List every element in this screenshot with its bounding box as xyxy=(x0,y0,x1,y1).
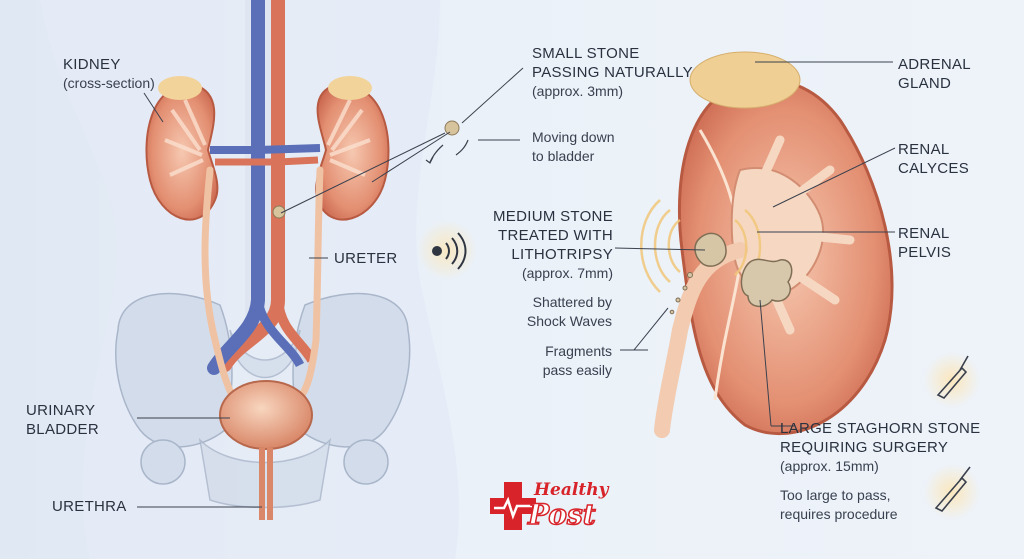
pelvis-line2: PELVIS xyxy=(898,244,952,261)
logo-line1: Healthy xyxy=(534,480,609,500)
medium-stone-line1: MEDIUM STONE xyxy=(493,208,613,225)
bladder-line2: BLADDER xyxy=(26,421,99,438)
medium-stone xyxy=(694,232,727,267)
too-large-label: Too large to pass, requires procedure xyxy=(780,486,898,524)
left-ureter xyxy=(201,166,239,404)
calyces-line2: CALYCES xyxy=(898,160,970,177)
kidney-title: KIDNEY xyxy=(63,56,121,73)
right-ureter xyxy=(294,166,324,404)
moving-line2: to bladder xyxy=(532,148,595,164)
adrenal-line2: GLAND xyxy=(898,75,952,92)
scalpel-icon xyxy=(936,355,969,399)
calyces-line1: RENAL xyxy=(898,141,950,158)
urethra xyxy=(259,448,273,520)
shattered-line2: Shock Waves xyxy=(526,313,612,329)
small-stone xyxy=(444,120,460,136)
pelvis-line1: RENAL xyxy=(898,225,950,242)
sound-wave-icon xyxy=(432,232,467,270)
kidney-label: KIDNEY (cross-section) xyxy=(63,55,155,93)
moving-line1: Moving down xyxy=(532,129,615,145)
pelvis-label: RENAL PELVIS xyxy=(898,224,951,262)
ureter-text: URETER xyxy=(334,250,398,267)
adrenal-label: ADRENAL GLAND xyxy=(898,55,971,93)
kidney-sub: (cross-section) xyxy=(63,75,155,91)
large-kidney xyxy=(654,51,894,438)
logo-line2: Post xyxy=(527,497,596,532)
fragments-line1: Fragments xyxy=(545,343,612,359)
scalpel-icon-2 xyxy=(934,466,971,512)
staghorn-stone xyxy=(740,258,793,308)
small-stone-line2: PASSING NATURALLY xyxy=(532,64,693,81)
small-stone-label: SMALL STONE PASSING NATURALLY (approx. 3… xyxy=(532,44,693,101)
urethra-label: URETHRA xyxy=(52,497,127,516)
adrenal-line1: ADRENAL xyxy=(898,56,971,73)
large-stone-line1: LARGE STAGHORN STONE xyxy=(780,420,981,437)
bladder-label: URINARY BLADDER xyxy=(26,401,99,439)
ureter-label: URETER xyxy=(334,249,397,268)
fragments-line2: pass easily xyxy=(542,362,612,378)
medium-stone-sub: (approx. 7mm) xyxy=(521,265,613,281)
urethra-text: URETHRA xyxy=(52,498,127,515)
right-kidney xyxy=(315,76,390,221)
medium-stone-line2: TREATED WITH xyxy=(498,227,613,244)
leader-lines xyxy=(137,61,896,508)
large-stone-label: LARGE STAGHORN STONE REQUIRING SURGERY (… xyxy=(780,419,980,476)
stone-fragments xyxy=(669,272,693,315)
shattered-line1: Shattered by xyxy=(532,294,612,310)
urinary-bladder xyxy=(219,380,313,450)
fragments-label: Fragments pass easily xyxy=(515,342,612,380)
healthy-post-logo: Healthy Post xyxy=(488,478,618,534)
shattered-label: Shattered by Shock Waves xyxy=(500,293,612,331)
small-stone-ureter xyxy=(272,205,286,219)
pelvis xyxy=(115,292,411,509)
medium-stone-line3: LITHOTRIPSY xyxy=(511,246,613,263)
large-stone-line2: REQUIRING SURGERY xyxy=(780,439,949,456)
large-stone-sub: (approx. 15mm) xyxy=(780,458,879,474)
too-large-line2: requires procedure xyxy=(780,506,898,522)
medium-stone-label: MEDIUM STONE TREATED WITH LITHOTRIPSY (a… xyxy=(465,207,613,283)
small-stone-line1: SMALL STONE xyxy=(532,45,640,62)
cross-icon xyxy=(490,482,536,530)
left-kidney xyxy=(145,76,219,221)
small-stone-sub: (approx. 3mm) xyxy=(532,83,624,99)
bladder-line1: URINARY xyxy=(26,402,96,419)
too-large-line1: Too large to pass, xyxy=(780,487,891,503)
moving-label: Moving down to bladder xyxy=(532,128,615,166)
calyces-label: RENAL CALYCES xyxy=(898,140,969,178)
